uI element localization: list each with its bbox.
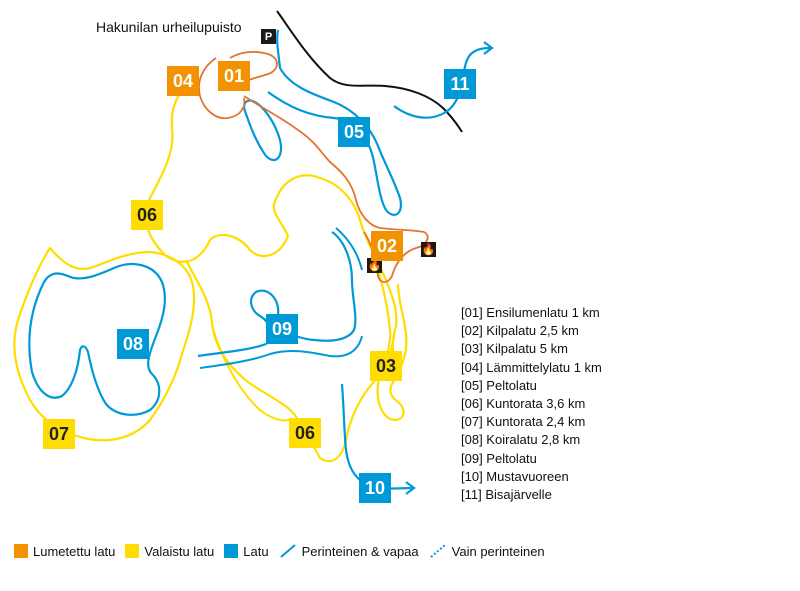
- route-badge-06[interactable]: 06: [131, 200, 163, 230]
- trail-06: [145, 75, 398, 361]
- route-badge-01[interactable]: 01: [218, 61, 250, 91]
- route-list-item-04: [04] Lämmittelylatu 1 km: [461, 359, 602, 375]
- trail-01: [229, 51, 278, 87]
- route-badge-05[interactable]: 05: [338, 117, 370, 147]
- campfire-icon: 🔥: [367, 258, 382, 273]
- trail-05: [242, 99, 283, 162]
- route-list-item-09: [09] Peltolatu: [461, 450, 537, 466]
- route-badge-02[interactable]: 02: [371, 231, 403, 261]
- legend: Lumetettu latu Valaistu latu Latu Perint…: [14, 542, 555, 560]
- trail-08: [28, 263, 166, 416]
- legend-latu: Latu: [243, 543, 269, 559]
- parking-icon: P: [261, 29, 276, 44]
- place-name: Hakunilan urheilupuisto: [96, 19, 242, 35]
- route-badge-09[interactable]: 09: [266, 314, 298, 344]
- legend-swatch-blue: [224, 544, 239, 558]
- road-line: [276, 10, 463, 133]
- route-list-item-02: [02] Kilpalatu 2,5 km: [461, 323, 579, 339]
- legend-swatch-yellow: [125, 544, 140, 558]
- campfire-icon: 🔥: [421, 242, 436, 257]
- legend-vain-perinteinen: Vain perinteinen: [451, 543, 545, 559]
- route-list: [01] Ensilumenlatu 1 km [02] Kilpalatu 2…: [461, 304, 602, 504]
- route-badge-03[interactable]: 03: [370, 351, 402, 381]
- legend-perinteinen-vapaa: Perinteinen & vapaa: [301, 543, 419, 559]
- route-badge-08[interactable]: 08: [117, 329, 149, 359]
- route-list-item-01: [01] Ensilumenlatu 1 km: [461, 305, 600, 320]
- route-list-item-08: [08] Koiralatu 2,8 km: [461, 432, 581, 448]
- trail-blue-connector: [335, 227, 363, 271]
- route-list-item-03: [03] Kilpalatu 5 km: [461, 341, 568, 357]
- route-list-item-07: [07] Kuntorata 2,4 km: [461, 414, 586, 430]
- dotted-line-icon: [430, 544, 446, 558]
- route-list-item-10: [10] Mustavuoreen: [461, 468, 569, 484]
- trail-02: [243, 95, 429, 283]
- route-badge-07[interactable]: 07: [43, 419, 75, 449]
- route-list-item-11: [11] Bisajärvelle: [461, 486, 552, 502]
- route-badge-11[interactable]: 11: [444, 69, 476, 99]
- trail-11-arrow: [483, 41, 494, 55]
- legend-valaistu: Valaistu latu: [144, 543, 215, 559]
- legend-lumetettu: Lumetettu latu: [33, 543, 116, 559]
- trail-07: [13, 246, 196, 442]
- legend-swatch-orange: [14, 544, 28, 558]
- trail-04: [198, 57, 246, 120]
- route-list-item-05: [05] Peltolatu: [461, 377, 537, 393]
- route-badge-04[interactable]: 04: [167, 66, 199, 96]
- route-badge-10[interactable]: 10: [359, 473, 391, 503]
- route-list-item-06: [06] Kuntorata 3,6 km: [461, 395, 586, 411]
- trail-09-return: [199, 335, 363, 369]
- trail-10-arrow: [405, 481, 416, 495]
- solid-line-icon: [279, 544, 296, 558]
- route-badge-06-south[interactable]: 06: [289, 418, 321, 448]
- trail-03: [376, 269, 408, 422]
